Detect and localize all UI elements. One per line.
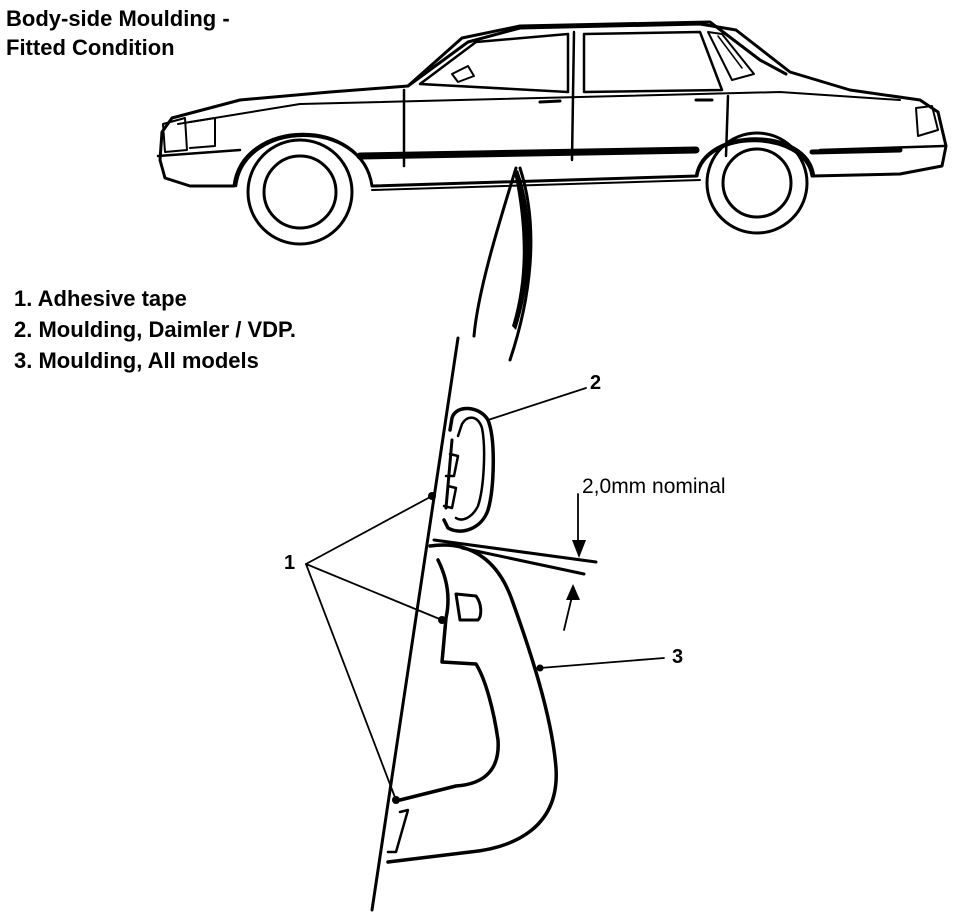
moulding-all-models-profile (386, 543, 558, 864)
legend-label: Moulding, Daimler / VDP. (38, 317, 297, 342)
body-panel (370, 336, 460, 912)
callout-1: 1 (284, 552, 296, 574)
dimension-arrows (566, 540, 586, 600)
legend-item-moulding-all-models: 3. Moulding, All models (14, 345, 296, 376)
parts-legend: 1. Adhesive tape 2. Moulding, Daimler / … (14, 283, 296, 376)
legend-item-adhesive-tape: 1. Adhesive tape (14, 283, 296, 314)
legend-item-moulding-daimler: 2. Moulding, Daimler / VDP. (14, 314, 296, 345)
legend-number: 3. (14, 348, 33, 373)
car-illustration (156, 20, 948, 246)
legend-number: 1. (14, 286, 33, 311)
dimension-label: 2,0mm nominal (582, 475, 726, 498)
title-line-1: Body-side Moulding - (6, 6, 230, 31)
diagram-title: Body-side Moulding - Fitted Condition (6, 4, 230, 62)
cross-section-detail (370, 336, 598, 912)
callout-3: 3 (672, 646, 684, 668)
title-line-2: Fitted Condition (6, 35, 175, 60)
legend-number: 2. (14, 317, 33, 342)
detail-zoom-funnel (472, 166, 533, 362)
moulding-daimler-profile (442, 406, 495, 533)
funnel-shading (512, 170, 530, 330)
legend-label: Moulding, All models (38, 348, 259, 373)
callout-2: 2 (590, 372, 602, 394)
leader-lines (305, 387, 665, 801)
legend-label: Adhesive tape (37, 286, 187, 311)
leader-dots (392, 492, 544, 804)
